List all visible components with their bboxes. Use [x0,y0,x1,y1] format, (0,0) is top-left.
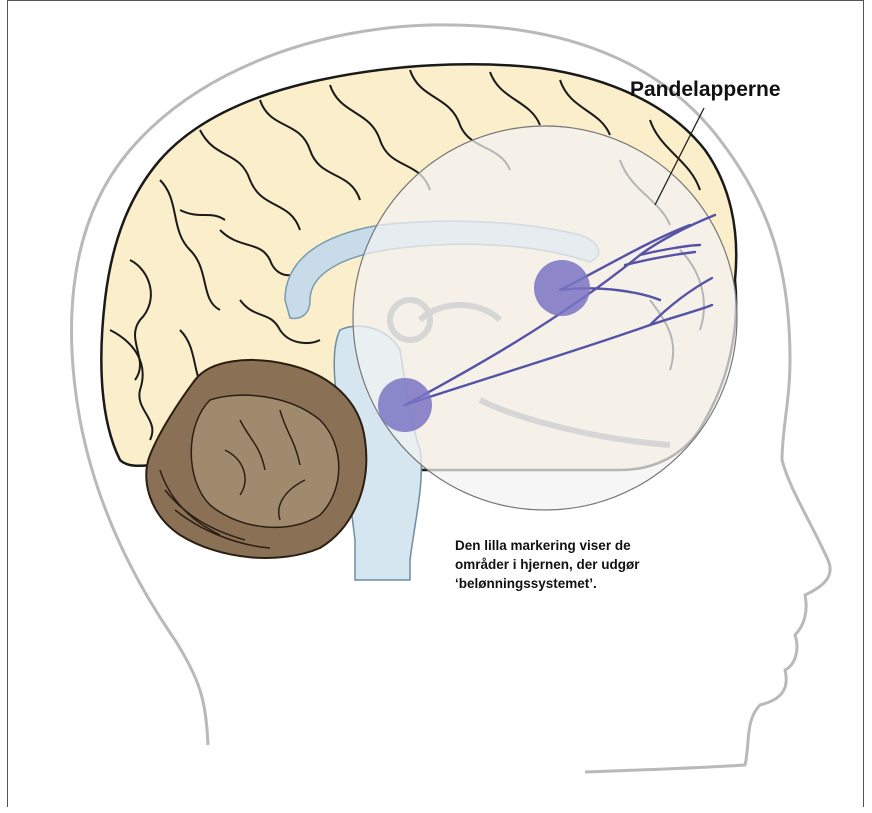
caption-line-1: Den lilla markering viser de [455,536,705,555]
caption-line-3: ‘belønningssystemet’. [455,574,705,593]
ventral-tegmental-node [378,378,432,432]
caption: Den lilla markering viser de områder i h… [455,536,705,593]
nucleus-accumbens-node [534,260,590,316]
caption-line-2: områder i hjernen, der udgør [455,555,705,574]
frontal-lobes-label: Pandelapperne [630,78,781,102]
magnifier-circle [353,126,737,510]
